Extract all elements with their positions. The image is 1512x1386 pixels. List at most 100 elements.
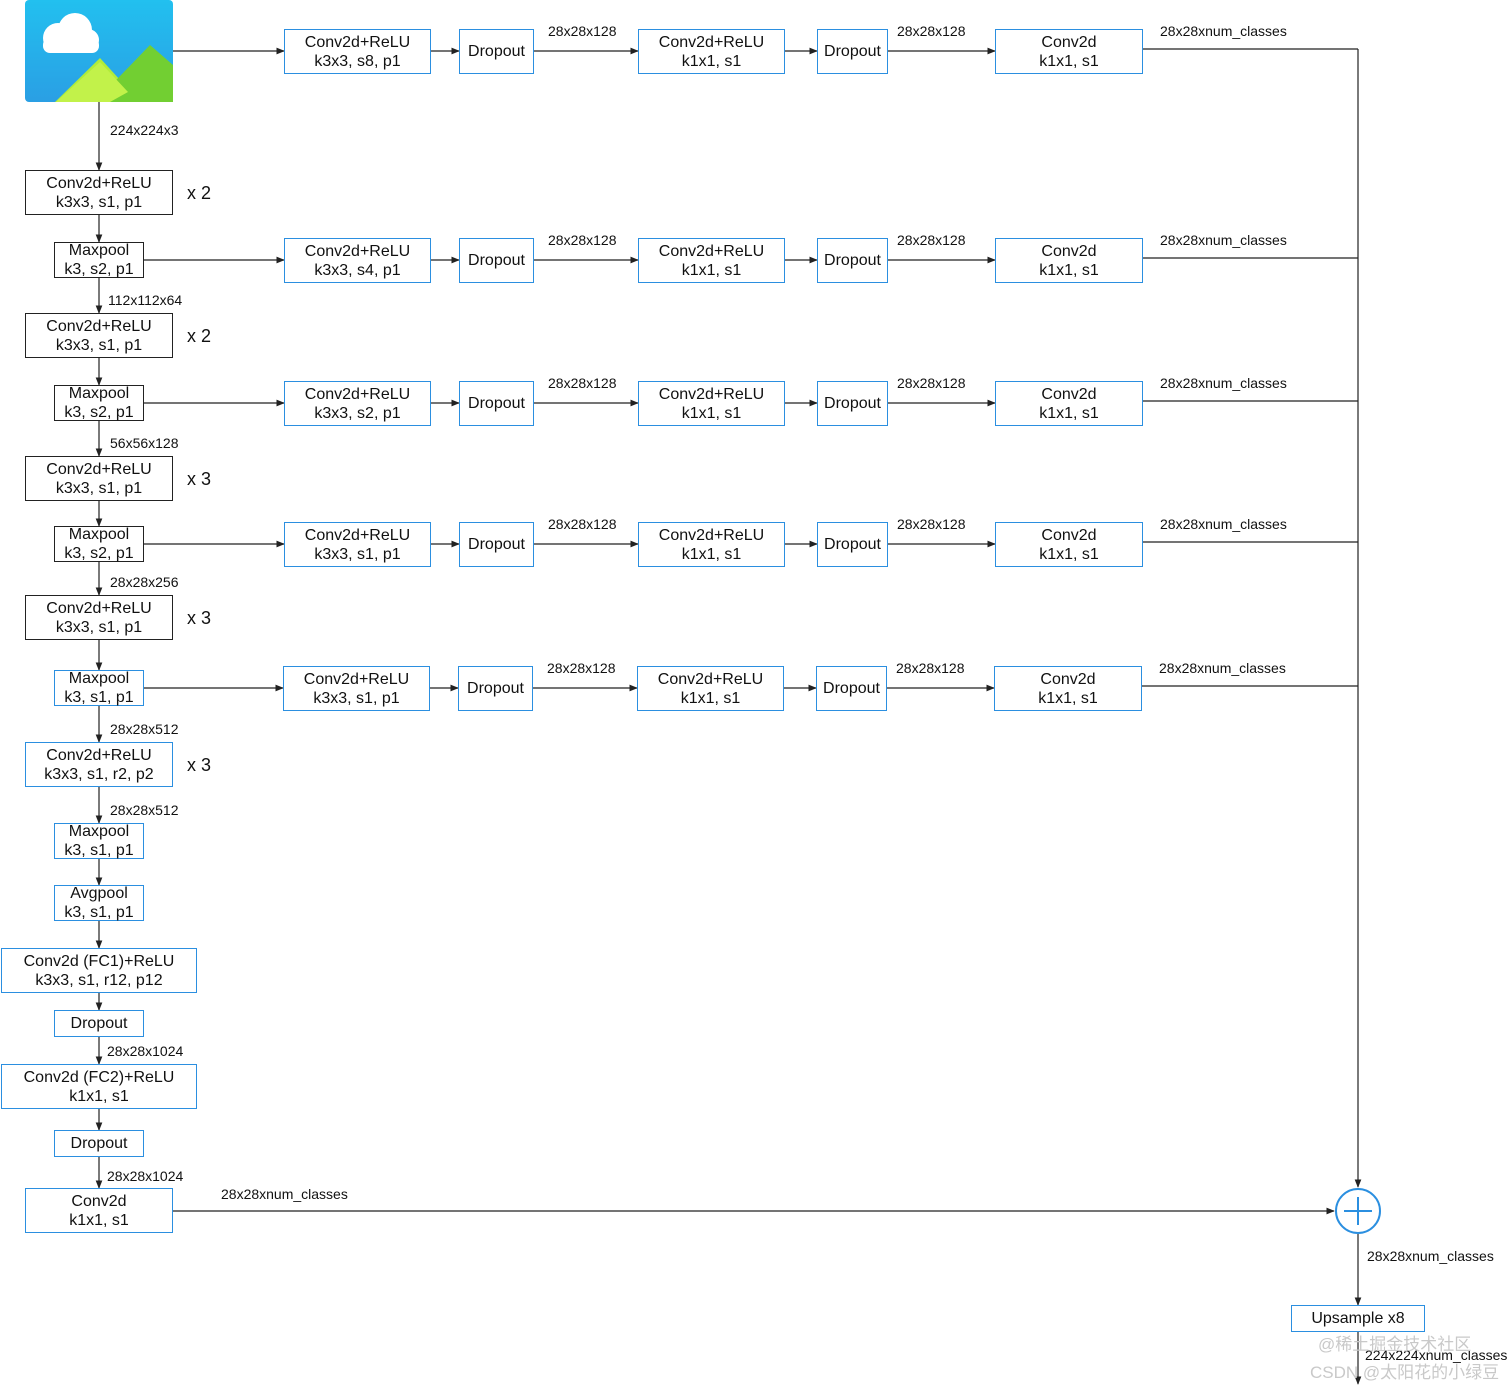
branch-2-dropout-b: Dropout: [817, 238, 888, 283]
branch-5-conv1x1-params: k1x1, s1: [680, 689, 741, 707]
fc1-conv-params: k3x3, s1, r12, p12: [35, 971, 163, 989]
branch-5-conv1x1-title: Conv2d+ReLU: [657, 670, 764, 688]
maxpool-5-title: Maxpool: [68, 823, 130, 840]
dropout-fc1: Dropout: [54, 1010, 144, 1037]
maxpool-2-title: Maxpool: [68, 385, 130, 402]
branch-5-conv3x3-params: k3x3, s1, p1: [313, 689, 400, 707]
upsample-box: Upsample x8: [1291, 1305, 1425, 1332]
maxpool-1-params: k3, s2, p1: [64, 261, 134, 278]
maxpool-4-title: Maxpool: [68, 670, 130, 687]
sum-node: [1335, 1188, 1381, 1234]
branch-1-score-conv-title: Conv2d: [1041, 33, 1097, 51]
branch-4-conv3x3-title: Conv2d+ReLU: [304, 526, 411, 544]
branch-2-shape-a: 28x28x128: [548, 232, 617, 248]
branch-1-score-conv-params: k1x1, s1: [1039, 52, 1099, 70]
maxpool-4: Maxpool k3, s1, p1: [54, 670, 144, 706]
branch-3-shape-out: 28x28xnum_classes: [1160, 375, 1287, 391]
maxpool-5: Maxpool k3, s1, p1: [54, 823, 144, 859]
branch-2-conv3x3-params: k3x3, s4, p1: [314, 261, 401, 279]
watermark-line-1: @稀土掘金技术社区: [1318, 1335, 1472, 1354]
output-shape-label: 224x224xnum_classes: [1365, 1347, 1508, 1363]
fc2-conv-title: Conv2d (FC2)+ReLU: [23, 1068, 175, 1086]
trunk-shape-label-6: 28x28x512: [110, 802, 179, 818]
branch-2-score-conv-params: k1x1, s1: [1039, 261, 1099, 279]
branch-1-shape-out: 28x28xnum_classes: [1160, 23, 1287, 39]
branch-2-dropout-b-title: Dropout: [824, 252, 881, 269]
avgpool-params: k3, s1, p1: [64, 904, 134, 921]
maxpool-3-title: Maxpool: [68, 526, 130, 543]
branch-4-conv3x3-params: k3x3, s1, p1: [314, 545, 401, 563]
branch-3-shape-a: 28x28x128: [548, 375, 617, 391]
branch-1-shape-a: 28x28x128: [548, 23, 617, 39]
conv-block-5-dilated-params: k3x3, s1, r2, p2: [44, 765, 154, 783]
conv-block-5-dilated-title: Conv2d+ReLU: [46, 746, 152, 764]
branch-3-dropout-a: Dropout: [459, 381, 534, 426]
branch-3-dropout-a-title: Dropout: [468, 395, 525, 412]
sum-out-label: 28x28xnum_classes: [1367, 1248, 1494, 1264]
trunk-shape-label-5: 28x28x512: [110, 721, 179, 737]
trunk-shape-label-4: 28x28x256: [110, 574, 179, 590]
branch-3-conv3x3-params: k3x3, s2, p1: [314, 404, 401, 422]
branch-2-conv1x1-params: k1x1, s1: [681, 261, 742, 279]
conv-block-3-title: Conv2d+ReLU: [46, 460, 152, 478]
branch-2-shape-b: 28x28x128: [897, 232, 966, 248]
trunk-shape-label-7: 28x28x1024: [107, 1043, 184, 1059]
repeat-count-1: x 2: [187, 183, 212, 203]
branch-5-shape-out: 28x28xnum_classes: [1159, 660, 1286, 676]
avgpool-title: Avgpool: [70, 885, 128, 902]
branch-1-conv3x3-title: Conv2d+ReLU: [304, 33, 411, 51]
classifier-conv-title: Conv2d: [71, 1192, 127, 1210]
branch-2-conv1x1-title: Conv2d+ReLU: [658, 242, 765, 260]
branch-4-score-conv-title: Conv2d: [1041, 526, 1097, 544]
branch-3-score-conv-params: k1x1, s1: [1039, 404, 1099, 422]
trunk-shape-label-3: 56x56x128: [110, 435, 179, 451]
branch-4-dropout-b: Dropout: [817, 522, 888, 567]
input-image-icon: [25, 0, 173, 102]
branch-5-dropout-a: Dropout: [458, 666, 533, 711]
branch-4-shape-a: 28x28x128: [548, 516, 617, 532]
dropout-fc1-title: Dropout: [70, 1015, 128, 1032]
fc1-conv-title: Conv2d (FC1)+ReLU: [23, 952, 175, 970]
maxpool-4-params: k3, s1, p1: [64, 689, 134, 706]
branch-1-conv3x3-params: k3x3, s8, p1: [314, 52, 401, 70]
repeat-count-3: x 3: [187, 469, 212, 489]
branch-3-score-conv-title: Conv2d: [1041, 385, 1097, 403]
branch-3-dropout-b: Dropout: [817, 381, 888, 426]
conv-block-4-title: Conv2d+ReLU: [46, 599, 152, 617]
branch-2-dropout-a-title: Dropout: [468, 252, 525, 269]
fc2-conv-params: k1x1, s1: [69, 1087, 129, 1105]
maxpool-5-params: k3, s1, p1: [64, 842, 134, 859]
branch-4-conv1x1-title: Conv2d+ReLU: [658, 526, 765, 544]
dropout-fc2-title: Dropout: [70, 1135, 128, 1152]
branch-3-dropout-b-title: Dropout: [824, 395, 881, 412]
branch-3-shape-b: 28x28x128: [897, 375, 966, 391]
watermark-line-2: CSDN @太阳花的小绿豆: [1310, 1363, 1500, 1382]
repeat-count-5: x 3: [187, 755, 212, 775]
branch-2-shape-out: 28x28xnum_classes: [1160, 232, 1287, 248]
upsample-box-title: Upsample x8: [1311, 1310, 1405, 1327]
branch-5-shape-b: 28x28x128: [896, 660, 965, 676]
branch-1-dropout-a: Dropout: [459, 29, 534, 74]
branch-2-score-conv-title: Conv2d: [1041, 242, 1097, 260]
branch-5-dropout-a-title: Dropout: [467, 680, 524, 697]
connector-lines: [95, 47, 1362, 1385]
repeat-count-4: x 3: [187, 608, 212, 628]
conv-block-1-params: k3x3, s1, p1: [55, 193, 143, 211]
branch-4-shape-out: 28x28xnum_classes: [1160, 516, 1287, 532]
branch-5-score-conv-title: Conv2d: [1040, 670, 1096, 688]
branch-5-dropout-b-title: Dropout: [823, 680, 880, 697]
branch-2-dropout-a: Dropout: [459, 238, 534, 283]
branch-2-conv3x3-title: Conv2d+ReLU: [304, 242, 411, 260]
